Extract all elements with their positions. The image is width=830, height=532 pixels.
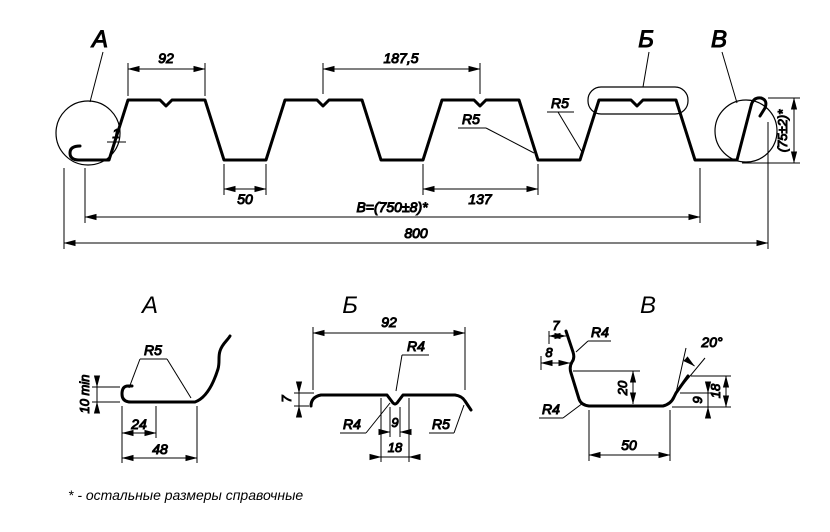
dim-valley-width-label: 50 <box>237 191 253 207</box>
detail-b-dim-groove-inner-label: 9 <box>391 415 398 430</box>
callout-a-label: А <box>90 26 108 53</box>
detail-a-dim-inner-label: 24 <box>130 416 147 432</box>
footnote: * - остальные размеры справочные <box>68 487 303 503</box>
dim-height-label: (75±2)* <box>775 109 790 152</box>
detail-b-title: Б <box>342 292 358 319</box>
radius-valley-label: R5 <box>462 111 480 127</box>
detail-b-radius-groove-right-label: R4 <box>407 338 425 354</box>
detail-v-dim-18: 18 <box>691 375 731 408</box>
detail-v-dim-9: 9 <box>672 381 731 419</box>
detail-a-radius-callout: R5 <box>128 342 192 399</box>
dim-height: (75±2)* <box>742 97 800 164</box>
detail-v-dim-9-label: 9 <box>690 396 705 403</box>
detail-v-radius-bottom: R4 <box>539 401 584 419</box>
radius-crest-callout: R5 <box>547 95 583 153</box>
detail-a-dim-hem-label: 10 min <box>77 374 92 413</box>
dim-thickness-label: 1 <box>112 126 119 141</box>
dim-valley-width: 50 <box>223 164 267 208</box>
dim-pitch: 187,5 <box>322 50 481 94</box>
detail-v-dim-flange: 50 <box>588 410 671 461</box>
dim-cover-width-label: B=(750±8)* <box>356 199 428 215</box>
detail-v-dim-top7: 7 <box>548 318 567 344</box>
detail-v-angle-label: 20° <box>700 334 723 350</box>
detail-b-dim-width-label: 92 <box>381 314 397 330</box>
detail-v-dim-top8-label: 8 <box>545 345 553 360</box>
dim-overall-width: 800 <box>63 122 769 249</box>
detail-a-outline <box>120 334 232 404</box>
callout-label-v: В <box>710 26 738 104</box>
dim-crest-width-label: 92 <box>158 50 174 66</box>
detail-v-view: В 20° 7 R4 8 R4 <box>539 292 731 461</box>
radius-valley-callout: R5 <box>458 111 535 154</box>
detail-v-radius-top: R4 <box>575 324 611 353</box>
detail-b-outline <box>309 393 473 412</box>
dim-cover-width: B=(750±8)* <box>84 168 701 223</box>
detail-v-angle-construction: 20° <box>675 334 723 394</box>
detail-v-dim-top8: 8 <box>540 345 571 370</box>
profile-outline <box>68 96 768 162</box>
detail-a-dim-outer-label: 48 <box>152 441 168 457</box>
detail-b-radius-edge: R5 <box>429 404 465 434</box>
detail-b-radius-groove-right: R4 <box>395 338 429 392</box>
detail-a-dim-hem: 10 min <box>77 374 120 414</box>
main-profile-view: А Б В 92 187,5 1 <box>55 26 800 249</box>
detail-v-dim-20-label: 20 <box>615 380 630 396</box>
detail-b-dim-width: 92 <box>312 314 466 390</box>
detail-b-dim-height-label: 7 <box>279 395 294 403</box>
detail-v-title: В <box>640 292 656 319</box>
detail-b-dim-groove-outer-label: 18 <box>388 440 403 455</box>
detail-v-dim-20: 20 <box>573 370 640 405</box>
dim-overall-width-label: 800 <box>404 225 428 241</box>
detail-b-dim-groove-inner: 9 <box>378 407 412 437</box>
detail-a-title: А <box>140 292 158 319</box>
detail-v-outline <box>564 329 690 408</box>
detail-a-dim-outer: 48 <box>121 406 198 463</box>
detail-a-dim-inner: 24 <box>121 406 157 463</box>
dim-valley-gap: 137 <box>422 164 539 208</box>
detail-v-dim-18-label: 18 <box>708 383 723 398</box>
dim-valley-gap-label: 137 <box>468 191 493 207</box>
detail-b-radius-groove-left-label: R4 <box>343 416 361 432</box>
detail-b-callout-frame <box>587 86 689 115</box>
detail-v-radius-bottom-label: R4 <box>542 401 560 417</box>
radius-crest-label: R5 <box>551 95 569 111</box>
detail-b-view: Б 92 R4 7 R4 <box>279 292 473 462</box>
callout-label-b: Б <box>638 26 654 88</box>
dim-thickness: 1 <box>107 126 126 157</box>
callout-v-label: В <box>711 26 727 53</box>
detail-b-radius-groove-left: R4 <box>340 402 391 434</box>
detail-v-radius-top-label: R4 <box>591 324 609 340</box>
callout-b-label: Б <box>638 26 654 53</box>
detail-v-dim-flange-label: 50 <box>621 437 637 453</box>
detail-a-radius-label: R5 <box>144 342 162 358</box>
dim-pitch-label: 187,5 <box>383 50 418 66</box>
detail-v-dim-top7-label: 7 <box>552 318 560 333</box>
dim-crest-width: 92 <box>127 50 206 96</box>
callout-label-a: А <box>89 26 109 103</box>
detail-b-dim-height: 7 <box>279 381 314 418</box>
detail-a-view: А 10 min R5 24 48 <box>77 292 232 463</box>
detail-a-callout-circle <box>55 100 121 166</box>
detail-v-callout-circle <box>714 99 778 163</box>
detail-b-dim-groove-outer: 18 <box>369 398 421 462</box>
detail-b-radius-edge-label: R5 <box>432 416 450 432</box>
